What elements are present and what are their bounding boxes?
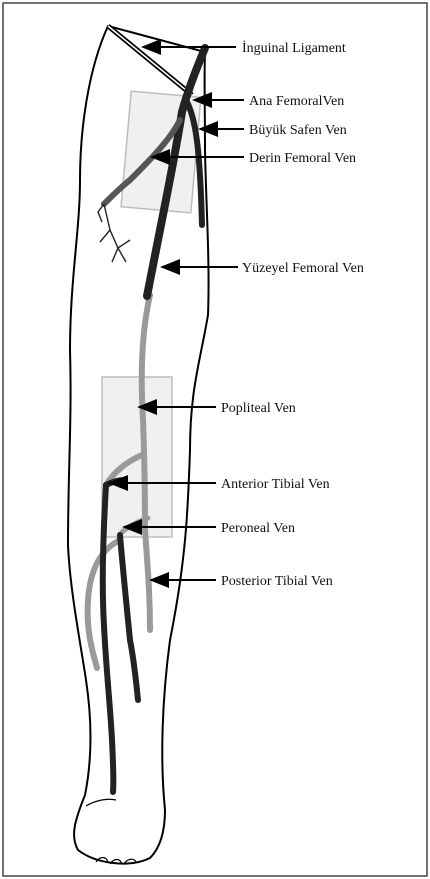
label-peroneal-ven: Peroneal Ven xyxy=(221,521,295,536)
figure-border xyxy=(3,3,427,876)
label-yuzeyel-femoral-ven: Yüzeyel Femoral Ven xyxy=(242,261,364,276)
label-posterior-tibial-ven: Posterior Tibial Ven xyxy=(221,574,333,589)
label-ana-femoral-ven: Ana FemoralVen xyxy=(249,94,344,109)
label-buyuk-safen-ven: Büyük Safen Ven xyxy=(249,123,347,138)
label-popliteal-ven: Popliteal Ven xyxy=(221,401,296,416)
label-anterior-tibial-ven: Anterior Tibial Ven xyxy=(221,477,330,492)
label-inguinal-ligament: İnguinal Ligament xyxy=(242,40,346,56)
label-derin-femoral-ven: Derin Femoral Ven xyxy=(249,151,356,166)
